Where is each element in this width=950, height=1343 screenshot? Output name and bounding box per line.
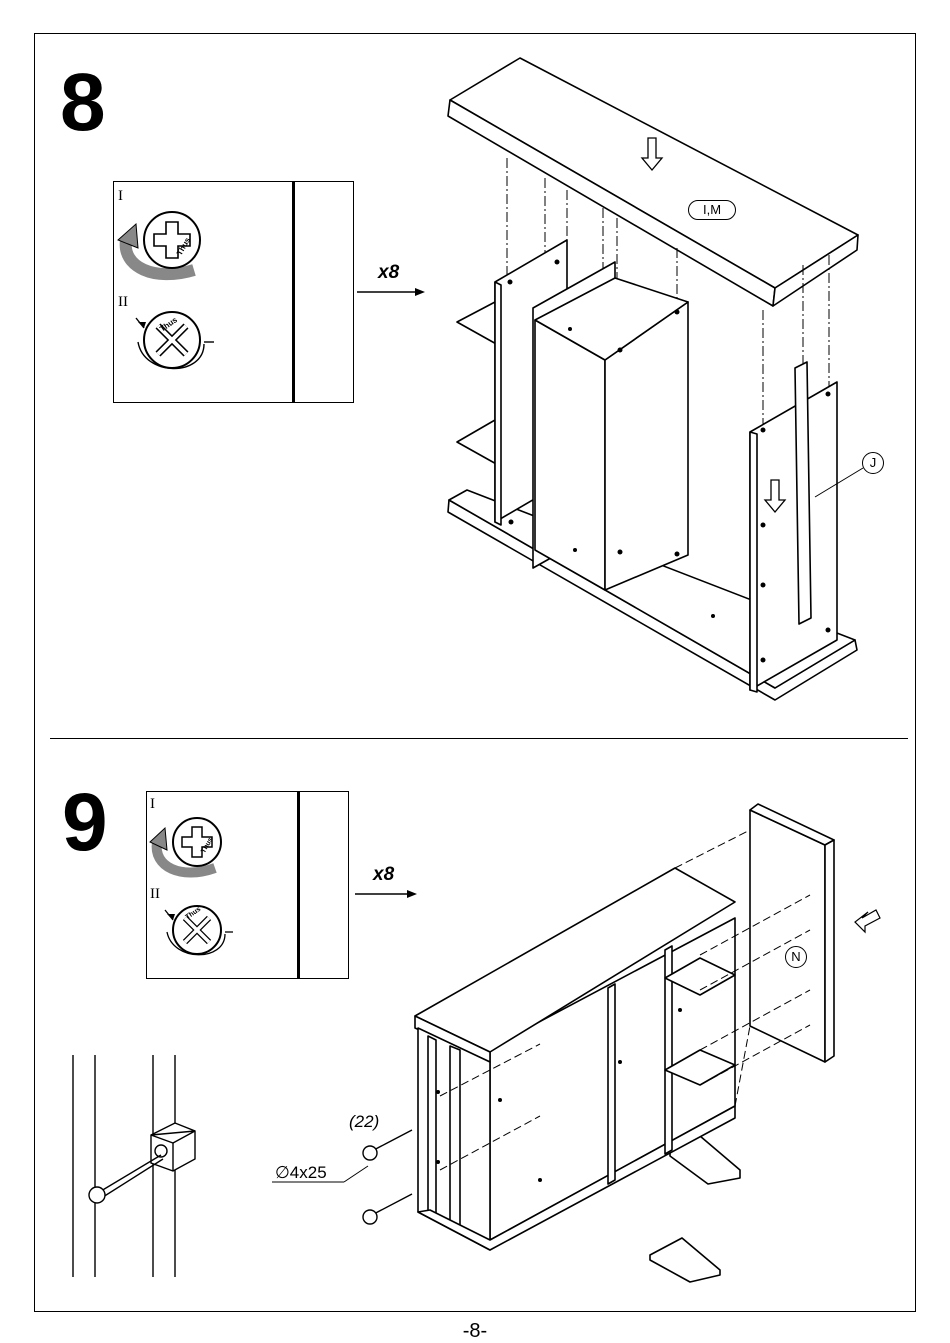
step-8-number: 8 bbox=[60, 57, 106, 148]
hardware-leader-line bbox=[272, 1165, 369, 1183]
tool-stage-1-label: I bbox=[150, 796, 155, 812]
page-frame bbox=[34, 33, 916, 1312]
tool-stage-1-label: I bbox=[118, 188, 123, 204]
hardware-ref: (22) bbox=[349, 1112, 380, 1131]
step-9-number: 9 bbox=[62, 777, 108, 868]
step-divider bbox=[50, 738, 908, 739]
tool-stage-2-label: II bbox=[150, 886, 160, 902]
part-label-j: J bbox=[862, 452, 884, 474]
step-8-tool-panel: I II Thus Thus bbox=[113, 181, 354, 403]
part-label-n: N bbox=[785, 946, 807, 968]
part-label-i-m: I,M bbox=[688, 200, 736, 220]
step-8-assembly-drawing bbox=[447, 57, 864, 701]
step-9-quantity: x8 bbox=[373, 864, 395, 885]
cam-fitting-detail bbox=[72, 1055, 196, 1277]
tool-panel-divider bbox=[297, 792, 300, 978]
screwdriver-icon bbox=[117, 211, 214, 370]
tool-panel-divider bbox=[292, 182, 295, 402]
step-8-arrow-icon bbox=[357, 288, 425, 296]
step-9-assembly-drawing bbox=[362, 803, 881, 1283]
hardware-size: ∅4x25 bbox=[275, 1163, 327, 1182]
screwdriver-icon bbox=[149, 817, 233, 956]
step-9-arrow-icon bbox=[355, 890, 417, 898]
step-8-quantity: x8 bbox=[378, 262, 400, 283]
page-number: -8- bbox=[462, 1320, 488, 1342]
tool-stage-2-label: II bbox=[118, 294, 128, 310]
step-9-tool-panel: I II Thus Thus bbox=[146, 791, 349, 979]
